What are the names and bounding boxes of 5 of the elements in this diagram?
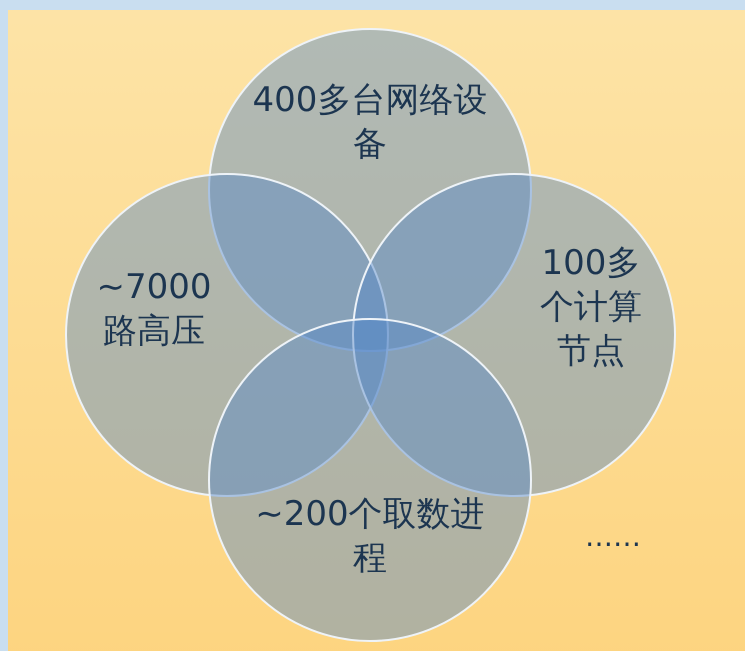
- circle-label: ~7000路高压: [95, 266, 212, 353]
- ellipsis-text: ……: [585, 520, 641, 553]
- circle-label: ~200个取数进程: [254, 493, 486, 580]
- circle-label: 100多个计算节点: [539, 242, 643, 373]
- circle-label: 400多台网络设备: [252, 79, 488, 166]
